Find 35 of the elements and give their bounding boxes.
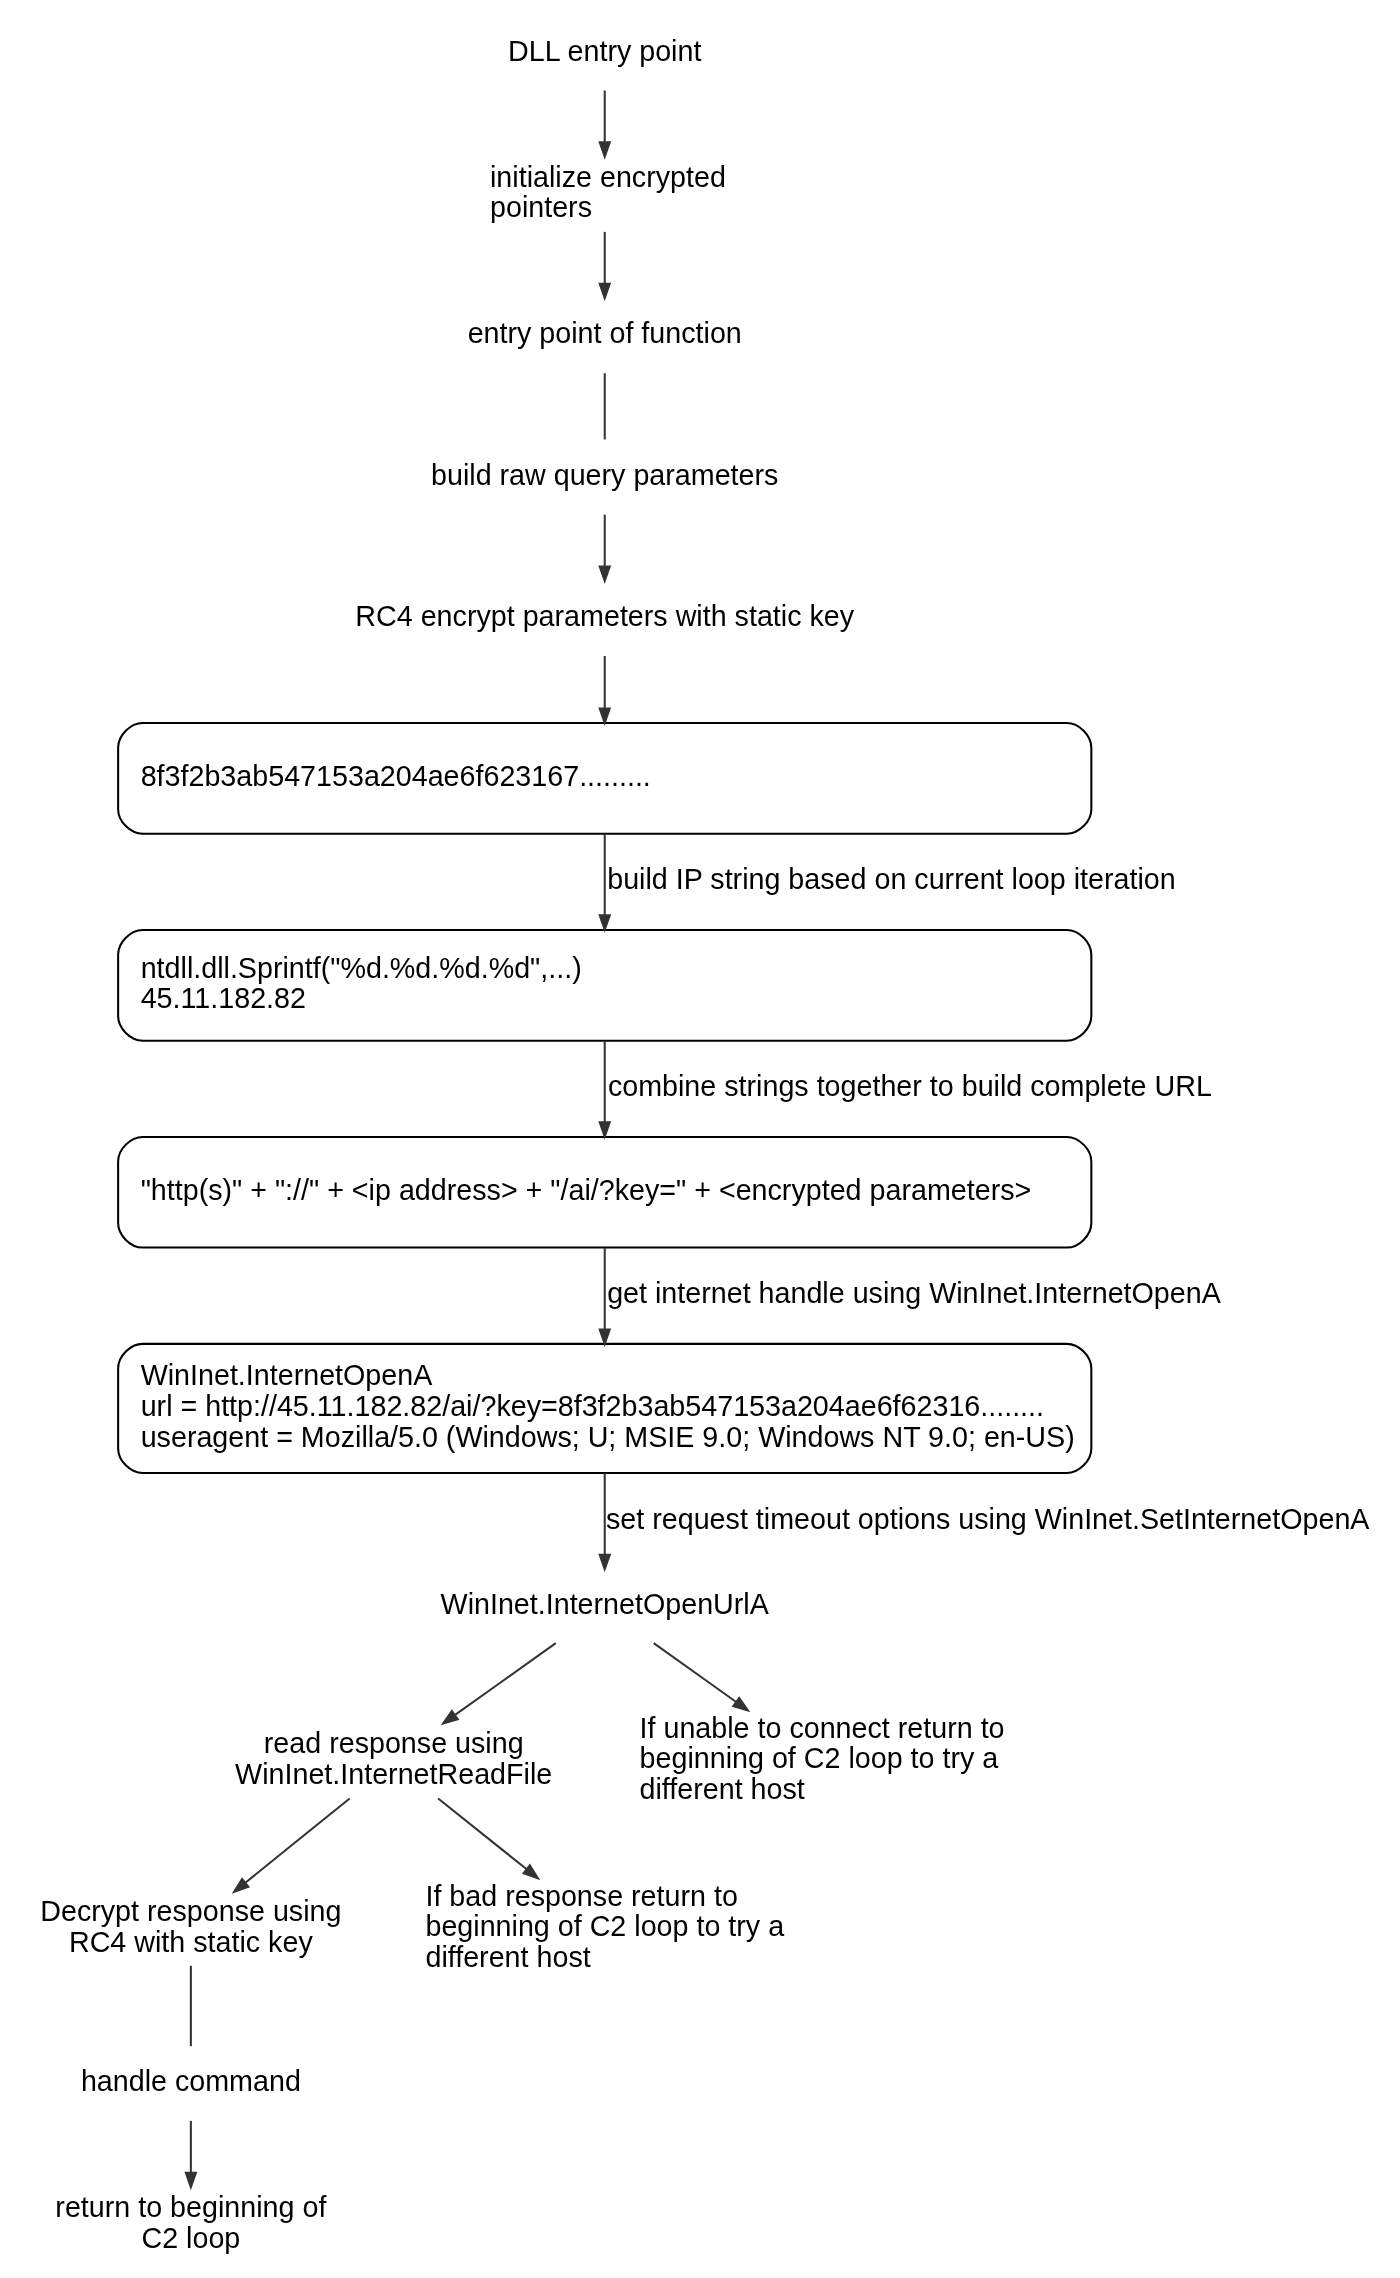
arrow <box>598 90 612 160</box>
arrow <box>440 1642 557 1726</box>
node-text: If unable to connect return to beginning of C2 loop to try a different host <box>639 1711 1005 1806</box>
node-text: Decrypt response using RC4 with static key <box>40 1895 342 1958</box>
edge-label: build IP string based on current loop iteration <box>607 863 1176 896</box>
connector <box>189 1965 192 2047</box>
node-text: return to beginning of C2 loop <box>55 2191 327 2254</box>
node-text: build raw query parameters <box>431 458 779 491</box>
arrow <box>653 1642 751 1713</box>
node-text: WinInet.InternetOpenUrlA <box>440 1587 769 1620</box>
node-text: entry point of function <box>467 317 742 350</box>
node-box: ntdll.dll.Sprintf("%d.%d.%d.%d",...) 45.11.182.82 <box>117 929 1093 1042</box>
arrow <box>598 1040 612 1140</box>
arrow <box>598 1247 612 1347</box>
node-box: 8f3f2b3ab547153a204ae6f623167......... <box>117 722 1093 835</box>
arrow <box>598 514 612 584</box>
node-text: read response using WinInet.InternetReadFile <box>235 1727 553 1790</box>
connector <box>603 373 606 440</box>
arrow <box>598 656 612 726</box>
edge-label: set request timeout options using WinInet.SetInternetOpenA <box>606 1502 1370 1535</box>
node-text: handle command <box>80 2065 301 2098</box>
node-text: If bad response return to beginning of C2 loop to try a different host <box>425 1879 785 1974</box>
node-text: initialize encrypted pointers <box>489 160 726 224</box>
arrow <box>184 2120 198 2191</box>
node-box: "http(s)" + "://" + <ip address> + "/ai/?key=" + <encrypted parameters> <box>117 1135 1093 1249</box>
node-box: WinInet.InternetOpenA url = http://45.11.182.82/ai/?key=8f3f2b3ab547153a204ae6f62316........ useragent = Mozilla/5.0 (Windows; U; MSIE 9.0; Windows NT 9.0; en-US) <box>117 1342 1093 1474</box>
edge-label: combine strings together to build complete URL <box>607 1070 1212 1103</box>
node-text: DLL entry point <box>508 34 702 67</box>
arrow <box>598 231 612 302</box>
edge-label: get internet handle using WinInet.InternetOpenA <box>607 1277 1221 1310</box>
arrow <box>437 1797 541 1881</box>
arrow <box>598 833 612 933</box>
arrow <box>231 1797 351 1894</box>
arrow <box>598 1473 612 1573</box>
node-text: RC4 encrypt parameters with static key <box>355 600 855 633</box>
